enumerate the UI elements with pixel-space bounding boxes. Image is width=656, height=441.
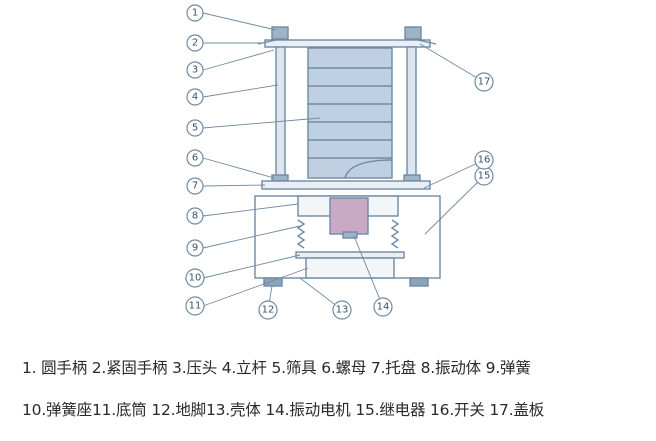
svg-text:4: 4: [192, 92, 198, 103]
foot-right: [409, 277, 429, 287]
part-number-11: 11: [185, 296, 205, 316]
part-number-13: 13: [332, 300, 352, 320]
vertical-rod-left: [275, 46, 286, 181]
part-number-1: 1: [186, 4, 204, 22]
part-number-5: 5: [186, 119, 204, 137]
svg-text:12: 12: [262, 305, 275, 316]
cover-plate: [264, 39, 431, 48]
part-number-2: 2: [186, 34, 204, 52]
spring-seat: [295, 251, 405, 259]
round-handle-left: [271, 26, 289, 40]
part-number-15: 15: [474, 166, 494, 186]
svg-text:16: 16: [478, 155, 491, 166]
part-number-3: 3: [186, 61, 204, 79]
spring-left: [296, 219, 306, 249]
svg-text:14: 14: [377, 302, 390, 313]
svg-text:1: 1: [192, 8, 198, 19]
svg-text:10: 10: [189, 273, 202, 284]
foot-left: [263, 277, 283, 287]
svg-text:6: 6: [192, 153, 198, 164]
svg-text:15: 15: [478, 171, 491, 182]
part-number-4: 4: [186, 88, 204, 106]
spring-right: [390, 219, 400, 249]
svg-text:3: 3: [192, 65, 198, 76]
part-number-14: 14: [373, 297, 393, 317]
parts-caption-line-2: 10.弹簧座11.底筒 12.地脚13.壳体 14.振动电机 15.继电器 16…: [22, 401, 545, 419]
svg-text:8: 8: [192, 211, 198, 222]
sieve-stack: [307, 47, 393, 179]
round-handle-right: [404, 26, 422, 40]
leader-lines: [202, 12, 485, 311]
part-number-8: 8: [186, 207, 204, 225]
tray: [261, 180, 431, 190]
svg-text:2: 2: [192, 38, 198, 49]
sieve-shaker-diagram: 1 2 3 4 5 6 7 8 9 10 11 12 13 14 15 16 1…: [185, 4, 494, 320]
svg-text:13: 13: [336, 305, 349, 316]
part-number-16: 16: [474, 150, 494, 170]
vertical-rod-right: [406, 46, 417, 181]
svg-text:7: 7: [192, 181, 198, 192]
bottom-cylinder: [305, 257, 395, 279]
part-number-10: 10: [185, 268, 205, 288]
part-number-6: 6: [186, 149, 204, 167]
part-number-7: 7: [186, 177, 204, 195]
machine-drawing: [254, 26, 441, 287]
part-number-9: 9: [186, 239, 204, 257]
nut-right: [403, 174, 421, 182]
tightening-handle-right: [417, 39, 437, 45]
svg-text:5: 5: [192, 123, 198, 134]
vibration-motor: [329, 197, 369, 235]
nut-left: [271, 174, 289, 182]
part-number-17: 17: [474, 72, 494, 92]
svg-text:11: 11: [189, 301, 202, 312]
parts-caption-line-1: 1. 圆手柄 2.紧固手柄 3.压头 4.立杆 5.筛具 6.螺母 7.托盘 8…: [22, 359, 531, 377]
svg-text:9: 9: [192, 243, 198, 254]
svg-text:17: 17: [478, 77, 491, 88]
part-number-12: 12: [258, 300, 278, 320]
part-numbers: 1 2 3 4 5 6 7 8 9 10 11 12 13 14 15 16 1…: [185, 4, 494, 320]
